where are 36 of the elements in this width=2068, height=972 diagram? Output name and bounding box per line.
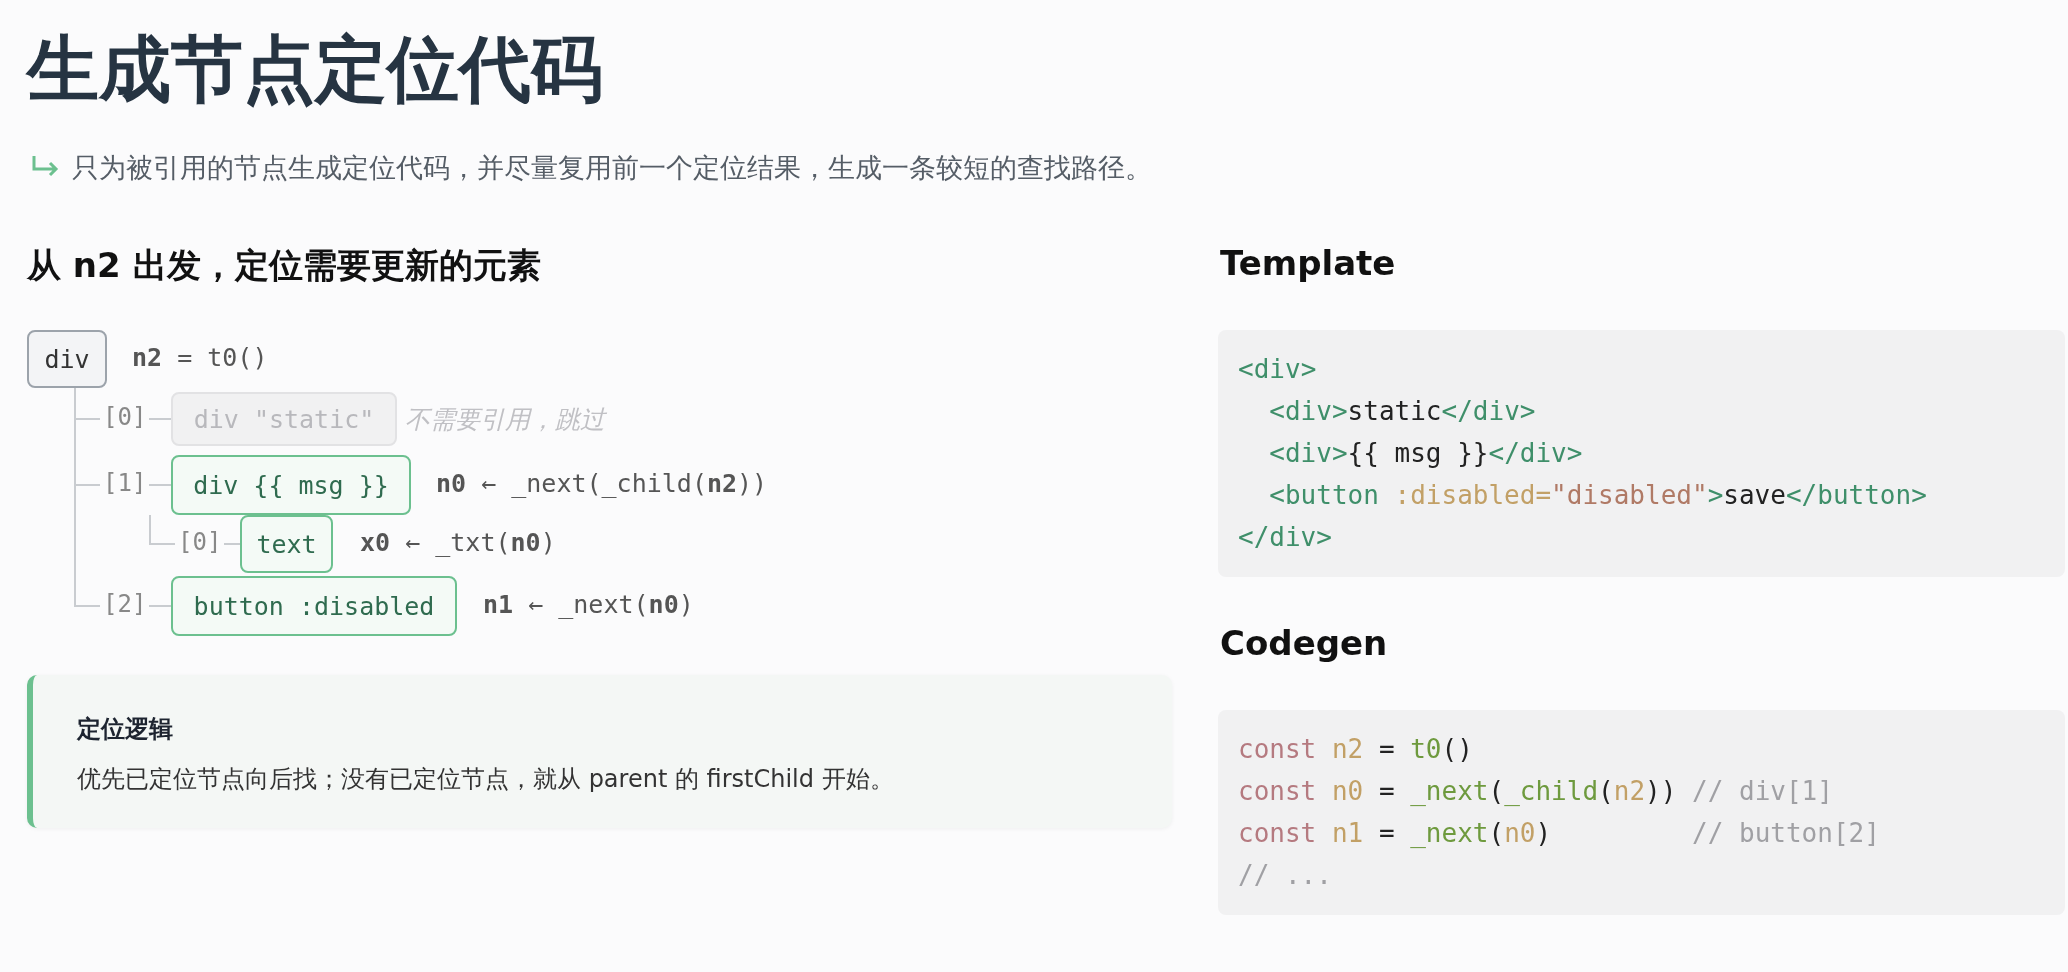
note-panel	[27, 675, 1172, 828]
section-heading: Template	[1220, 243, 1396, 283]
code-line: </div>	[1238, 521, 1332, 554]
edge-label: [0]	[100, 403, 150, 431]
referenced-element-box	[171, 455, 411, 515]
code-line: const n0 = _next(_child(n2)) // div[1]	[1238, 775, 1833, 808]
edge-label: [2]	[100, 590, 150, 618]
code-annotation: n0 ← _next(_child(n2))	[436, 469, 768, 498]
code-line: // ...	[1238, 859, 1332, 892]
element-box	[27, 330, 107, 388]
note-text: 优先已定位节点向后找；没有已定位节点，就从 parent 的 firstChild 开始。	[77, 764, 894, 795]
note-heading: 定位逻辑	[77, 714, 173, 745]
node-label: div {{ msg }}	[193, 470, 389, 500]
code-line: <div>{{ msg }}</div>	[1268, 437, 1583, 470]
skipped-element-box	[171, 392, 397, 446]
referenced-element-box	[240, 515, 333, 573]
code-line: const n1 = _next(n0) // button[2]	[1238, 817, 1880, 850]
code-line: <button :disabled="disabled">save</button>	[1268, 479, 1927, 512]
node-label: div	[44, 344, 90, 374]
section-heading: Codegen	[1220, 623, 1388, 663]
code-annotation: n2 = t0()	[132, 343, 268, 372]
slide-title: 生成节点定位代码	[27, 26, 603, 113]
code-annotation: n1 ← _next(n0)	[483, 590, 694, 619]
code-line: const n2 = t0()	[1238, 733, 1473, 766]
subtitle: 只为被引用的节点生成定位代码，并尽量复用前一个定位结果，生成一条较短的查找路径。	[72, 151, 1152, 185]
code-line: <div>	[1238, 353, 1317, 386]
section-heading: 从 n2 出发，定位需要更新的元素	[27, 244, 541, 287]
edge-label: [1]	[100, 469, 150, 497]
referenced-element-box	[171, 576, 457, 636]
code-annotation: x0 ← _txt(n0)	[360, 528, 556, 557]
code-line: <div>static</div>	[1268, 395, 1536, 428]
note-text: 不需要引用，跳过	[405, 404, 605, 436]
node-label: div "static"	[193, 404, 375, 434]
node-label: text	[256, 529, 317, 559]
edge-label: [0]	[175, 528, 225, 556]
node-label: button :disabled	[193, 591, 435, 621]
